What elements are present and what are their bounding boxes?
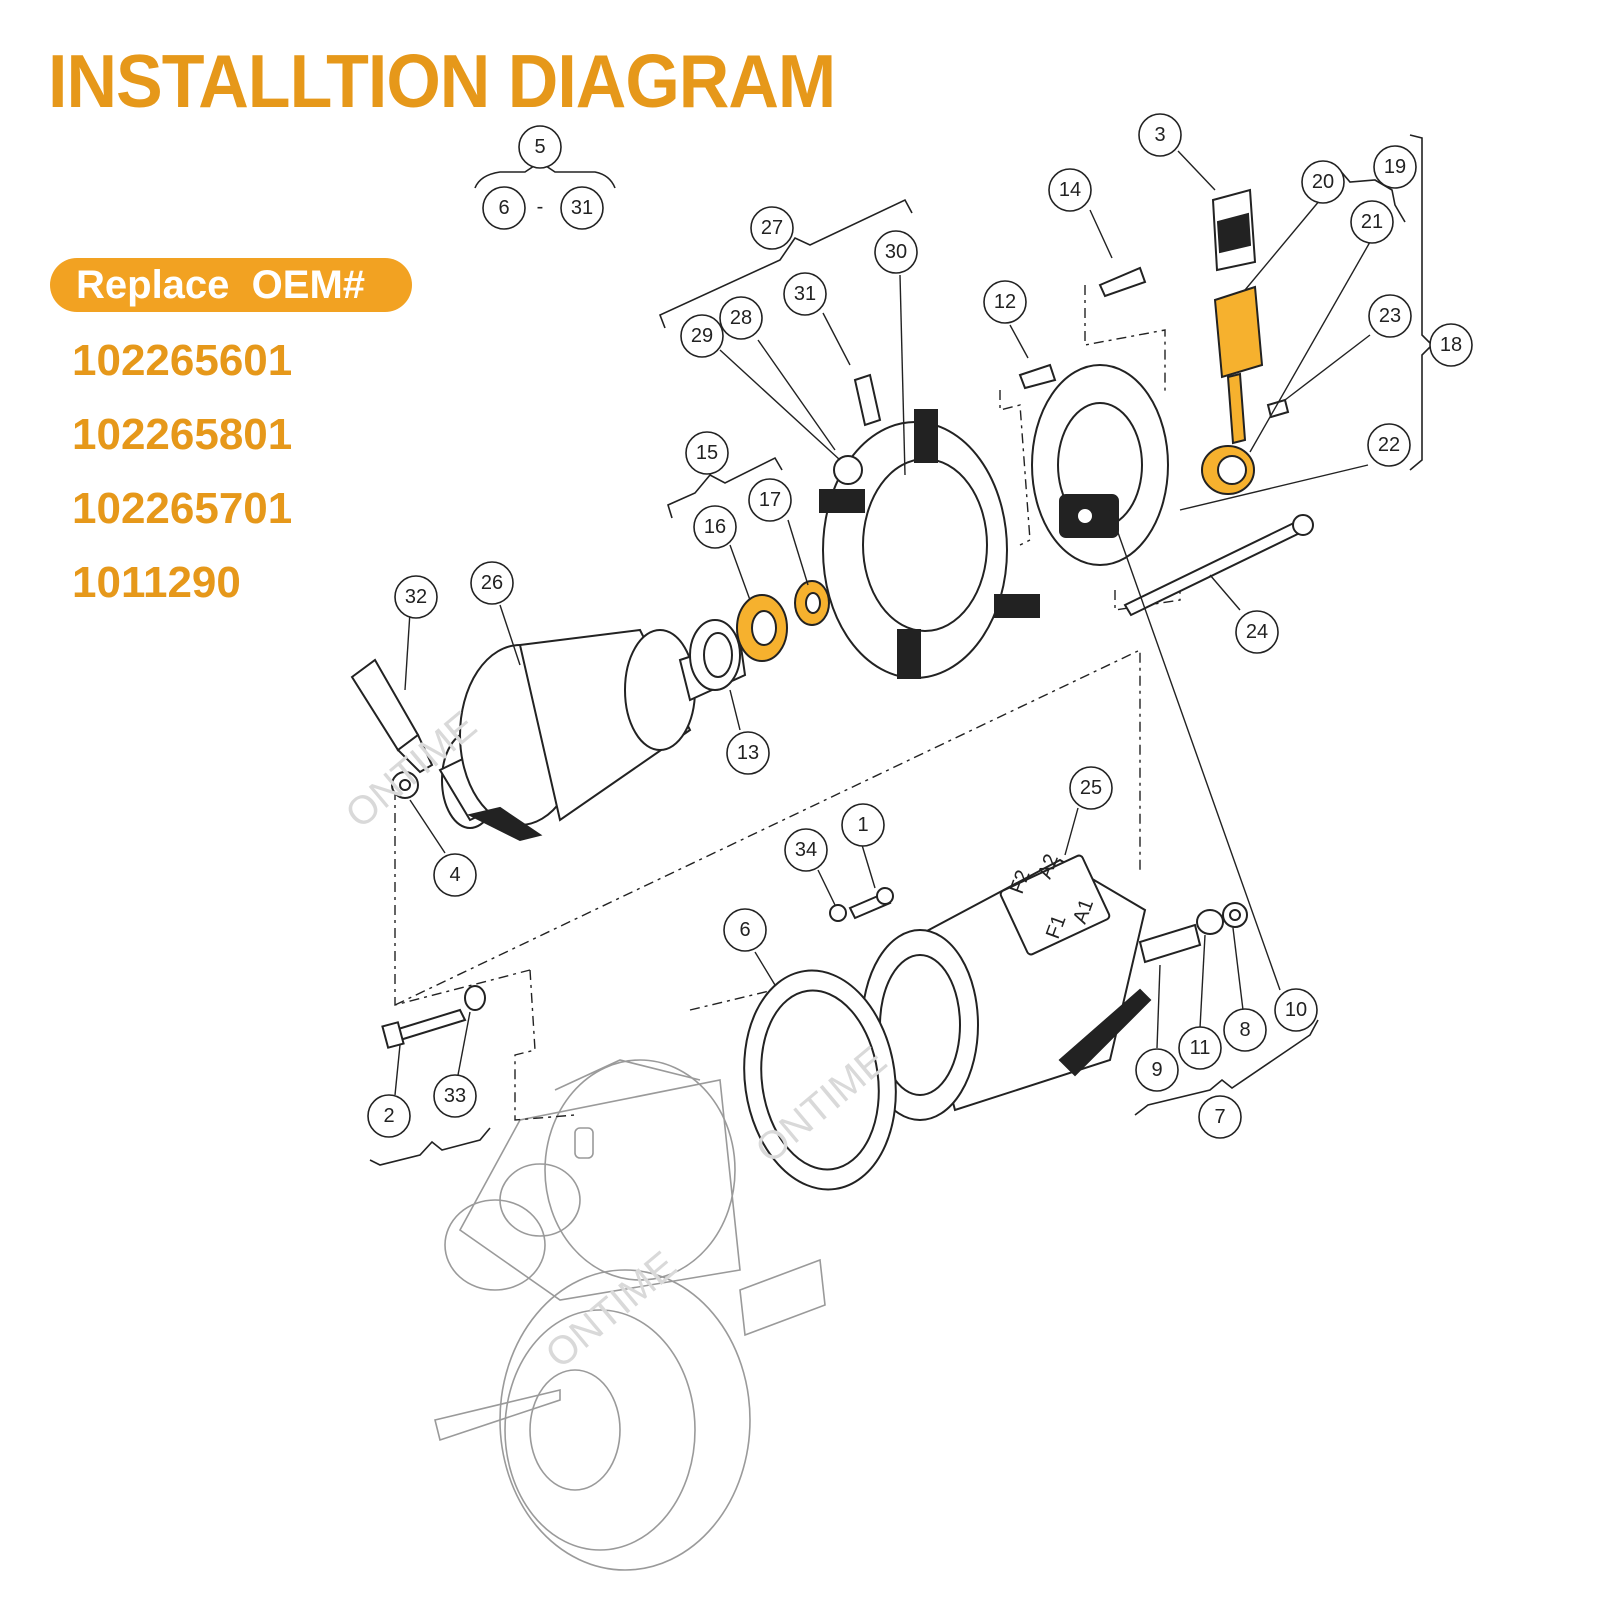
svg-text:5: 5 xyxy=(534,136,545,158)
mounting-hardware xyxy=(381,887,894,1049)
callout-26: 26 xyxy=(470,561,514,605)
end-bracket xyxy=(1018,266,1169,566)
callout-13: 13 xyxy=(726,731,770,775)
svg-text:7: 7 xyxy=(1214,1106,1225,1128)
retaining-ring xyxy=(689,619,741,691)
svg-text:15: 15 xyxy=(696,442,718,464)
svg-text:23: 23 xyxy=(1379,305,1401,327)
callout-16: 16 xyxy=(693,505,737,549)
oem-label-badge: Replace OEM# xyxy=(50,258,412,312)
svg-text:34: 34 xyxy=(795,839,817,861)
callout-18: 18 xyxy=(1429,323,1473,367)
callout-12: 12 xyxy=(983,280,1027,324)
page-title: INSTALLTION DIAGRAM xyxy=(48,39,836,124)
callout-31-range: 31 xyxy=(560,186,604,230)
range-dash: - xyxy=(537,196,544,218)
oem-number: 1011290 xyxy=(72,558,241,607)
callout-2: 2 xyxy=(367,1094,411,1138)
callout-8: 8 xyxy=(1223,1008,1267,1052)
transaxle-outline xyxy=(434,1059,826,1571)
through-bolt xyxy=(1123,514,1314,617)
gasket-ring xyxy=(743,969,897,1191)
armature xyxy=(438,628,747,842)
brush-plate-assembly xyxy=(819,373,1040,679)
svg-text:10: 10 xyxy=(1285,999,1307,1021)
svg-text:32: 32 xyxy=(405,586,427,608)
callout-7: 7 xyxy=(1198,1095,1242,1139)
callout-31: 31 xyxy=(783,272,827,316)
svg-text:22: 22 xyxy=(1378,434,1400,456)
callout-14: 14 xyxy=(1048,168,1092,212)
oem-number: 102265601 xyxy=(72,336,293,385)
oem-number-list: 102265601 102265801 102265701 1011290 xyxy=(72,336,292,632)
svg-text:19: 19 xyxy=(1384,156,1406,178)
svg-text:4: 4 xyxy=(449,864,460,886)
callout-20: 20 xyxy=(1301,160,1345,204)
callout-29: 29 xyxy=(680,314,724,358)
callout-28: 28 xyxy=(719,296,763,340)
svg-text:6: 6 xyxy=(498,197,509,219)
svg-text:20: 20 xyxy=(1312,171,1334,193)
callout-3: 3 xyxy=(1138,113,1182,157)
callout-4: 4 xyxy=(433,853,477,897)
svg-text:31: 31 xyxy=(571,197,593,219)
callout-33: 33 xyxy=(433,1074,477,1118)
callout-24: 24 xyxy=(1235,610,1279,654)
callout-10: 10 xyxy=(1274,988,1318,1032)
callout-1: 1 xyxy=(841,803,885,847)
callout-21: 21 xyxy=(1350,200,1394,244)
svg-text:24: 24 xyxy=(1246,621,1268,643)
callout-15: 15 xyxy=(685,431,729,475)
part-callouts: 1 2 3 4 5 6 6 7 8 9 10 11 12 13 14 15 16… xyxy=(367,113,1473,1139)
callout-5: 5 xyxy=(518,125,562,169)
gear-nut xyxy=(391,771,419,799)
leader-lines xyxy=(394,150,1371,1096)
svg-text:27: 27 xyxy=(761,217,783,239)
connector-assembly xyxy=(1201,188,1290,495)
svg-text:31: 31 xyxy=(794,283,816,305)
svg-text:18: 18 xyxy=(1440,334,1462,356)
svg-text:17: 17 xyxy=(759,489,781,511)
watermark-text: ONTIME xyxy=(538,1243,685,1377)
svg-text:3: 3 xyxy=(1154,124,1165,146)
svg-text:6: 6 xyxy=(739,919,750,941)
callout-30: 30 xyxy=(874,230,918,274)
svg-text:2: 2 xyxy=(383,1105,394,1127)
bearing-highlight xyxy=(736,594,788,662)
svg-text:29: 29 xyxy=(691,325,713,347)
callout-25: 25 xyxy=(1069,766,1113,810)
field-frame: F2 A2 F1 A1 xyxy=(861,851,1152,1121)
svg-text:30: 30 xyxy=(885,241,907,263)
callout-9: 9 xyxy=(1135,1048,1179,1092)
callout-34: 34 xyxy=(784,828,828,872)
svg-text:28: 28 xyxy=(730,307,752,329)
svg-text:26: 26 xyxy=(481,572,503,594)
svg-text:11: 11 xyxy=(1190,1037,1211,1059)
callout-6-range: 6 xyxy=(482,186,526,230)
svg-text:1: 1 xyxy=(857,814,868,836)
callout-19: 19 xyxy=(1373,145,1417,189)
svg-text:8: 8 xyxy=(1239,1019,1250,1041)
svg-text:13: 13 xyxy=(737,742,759,764)
callout-6: 6 xyxy=(723,908,767,952)
svg-text:25: 25 xyxy=(1080,777,1102,799)
callout-27: 27 xyxy=(750,206,794,250)
svg-text:9: 9 xyxy=(1151,1059,1162,1081)
callout-17: 17 xyxy=(748,478,792,522)
callout-11: 11 xyxy=(1178,1026,1222,1070)
terminal-hardware xyxy=(1138,902,1248,964)
sealant-tube xyxy=(350,658,434,774)
washer-highlight xyxy=(794,580,830,626)
callout-22: 22 xyxy=(1367,423,1411,467)
svg-text:33: 33 xyxy=(444,1085,466,1107)
oem-number: 102265701 xyxy=(72,484,293,533)
svg-text:12: 12 xyxy=(994,291,1016,313)
callout-32: 32 xyxy=(394,575,438,619)
callout-23: 23 xyxy=(1368,294,1412,338)
svg-text:16: 16 xyxy=(704,516,726,538)
svg-text:21: 21 xyxy=(1361,211,1383,233)
oem-number: 102265801 xyxy=(72,410,293,459)
svg-text:14: 14 xyxy=(1059,179,1081,201)
